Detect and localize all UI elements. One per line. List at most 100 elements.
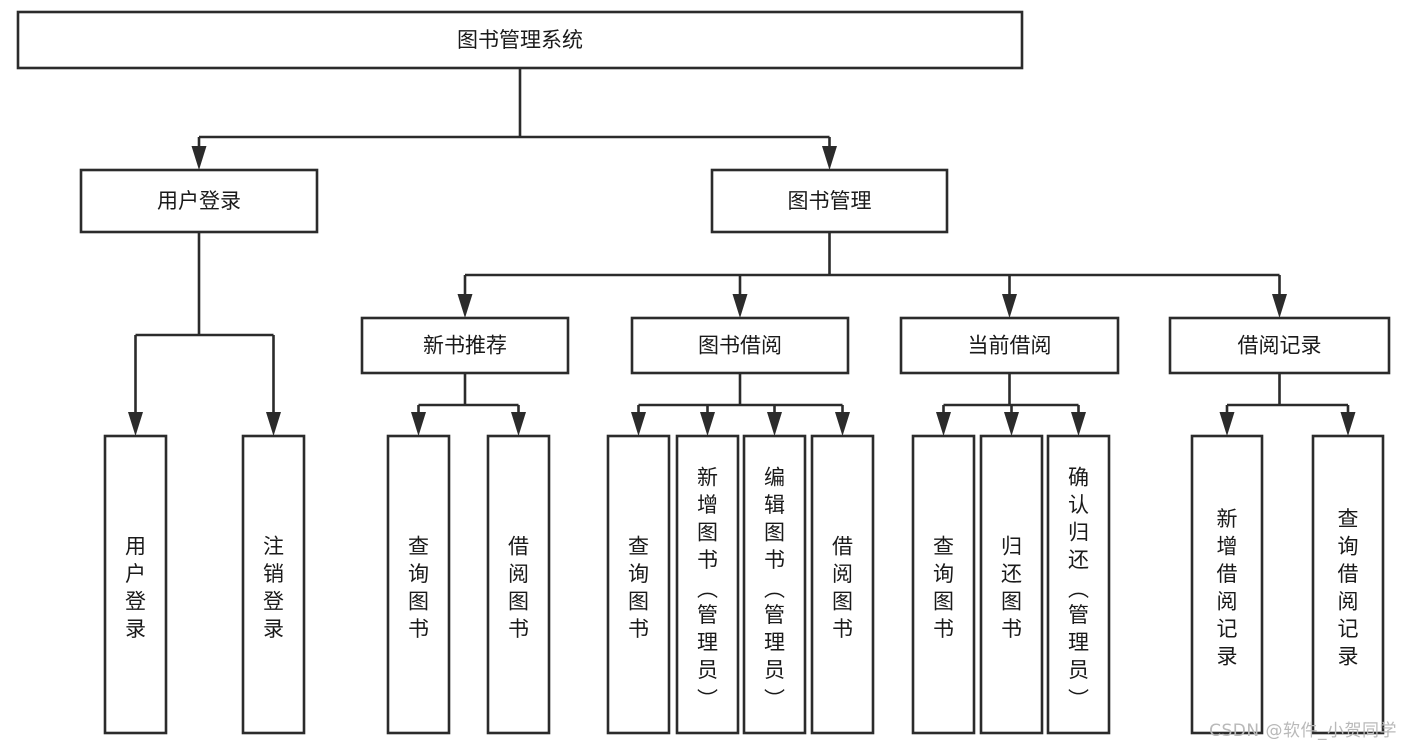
node-label-char: 认 [1068, 493, 1089, 517]
node-new-book-rec[interactable]: 新书推荐 [360, 316, 570, 375]
node-book-borrow[interactable]: 图书借阅 [630, 316, 850, 375]
node-label-char: 员 [1068, 658, 1089, 682]
node-label-char: 员 [697, 658, 718, 682]
node-label-char: 管 [764, 603, 785, 627]
connector-layer [128, 68, 1356, 436]
node-label-char: 书 [933, 617, 954, 641]
node-label-char: （ [1066, 578, 1090, 599]
node-label-char: 注 [263, 534, 284, 558]
node-root[interactable]: 图书管理系统 [16, 10, 1024, 70]
arrow-head-icon [700, 412, 715, 436]
node-label-char: 增 [697, 493, 718, 517]
node-current-borrow[interactable]: 当前借阅 [899, 316, 1120, 375]
node-label-char: 新 [1217, 507, 1238, 531]
node-label: 当前借阅 [968, 334, 1052, 358]
arrow-head-icon [1219, 412, 1235, 436]
node-label-char: 编 [764, 466, 785, 490]
node-label-char: 还 [1001, 562, 1022, 586]
node-box [1311, 434, 1385, 735]
node-label-char: 图 [697, 521, 718, 545]
arrow-head-icon [1340, 412, 1356, 436]
node-box [79, 168, 319, 234]
arrow-head-icon [767, 412, 782, 436]
arrow-head-icon [1272, 294, 1287, 318]
node-label-char: ） [762, 688, 786, 709]
node-label-char: 户 [125, 562, 146, 586]
node-label: 图书管理系统 [457, 28, 583, 52]
node-label-char: 图 [933, 589, 954, 613]
node-box [810, 434, 875, 735]
node-leaf-user-login[interactable]: 用户登录 [103, 434, 168, 735]
node-label-char: 记 [1217, 617, 1238, 641]
node-label-char: 图 [408, 589, 429, 613]
arrow-head-icon [128, 412, 143, 436]
node-label-char: 阅 [508, 562, 529, 586]
node-label-char: 书 [832, 617, 853, 641]
node-label-char: 管 [697, 603, 718, 627]
node-box [1168, 316, 1391, 375]
node-label-char: 录 [263, 617, 284, 641]
node-label: 新书推荐 [423, 334, 507, 358]
node-book-manage[interactable]: 图书管理 [710, 168, 949, 234]
node-label-char: 确 [1068, 466, 1089, 490]
arrow-head-icon [266, 412, 281, 436]
node-box [241, 434, 306, 735]
node-box [606, 434, 671, 735]
node-label-char: ） [695, 688, 719, 709]
node-label-char: （ [762, 578, 786, 599]
node-user-login[interactable]: 用户登录 [79, 168, 319, 234]
node-label-char: 归 [1001, 534, 1022, 558]
node-label-char: 查 [408, 534, 429, 558]
node-label-char: 询 [933, 562, 954, 586]
arrow-head-icon [822, 146, 837, 170]
node-label-char: 书 [697, 548, 718, 572]
node-label-char: 录 [1338, 644, 1359, 668]
arrow-head-icon [631, 412, 646, 436]
node-label: 用户登录 [157, 189, 241, 213]
node-box [1046, 434, 1111, 735]
node-label-char: ） [1066, 688, 1090, 709]
node-box [710, 168, 949, 234]
node-borrow-record[interactable]: 借阅记录 [1168, 316, 1391, 375]
arrow-head-icon [1071, 412, 1086, 436]
arrow-head-icon [835, 412, 850, 436]
node-label-char: 询 [1338, 534, 1359, 558]
node-label: 图书管理 [788, 189, 872, 213]
node-label-char: 还 [1068, 548, 1089, 572]
node-label-char: 理 [1068, 631, 1089, 655]
arrow-head-icon [1002, 294, 1017, 318]
node-box [742, 434, 807, 735]
node-label-char: 图 [764, 521, 785, 545]
node-box [386, 434, 451, 735]
node-label-char: 阅 [1338, 589, 1359, 613]
node-label-char: （ [695, 578, 719, 599]
node-label-char: 辑 [764, 493, 785, 517]
node-box [911, 434, 976, 735]
node-label-char: 录 [125, 617, 146, 641]
node-box [1190, 434, 1264, 735]
node-box [16, 10, 1024, 70]
arrow-head-icon [732, 294, 748, 318]
node-label-char: 登 [125, 589, 146, 613]
node-label-char: 理 [697, 631, 718, 655]
node-label: 图书借阅 [698, 334, 782, 358]
node-label-char: 管 [1068, 603, 1089, 627]
node-box [899, 316, 1120, 375]
node-label-char: 书 [764, 548, 785, 572]
arrow-head-icon [411, 412, 426, 436]
node-label-char: 图 [1001, 589, 1022, 613]
node-layer: 图书管理系统用户登录图书管理新书推荐图书借阅当前借阅借阅记录用户登录注销登录查询… [16, 10, 1391, 735]
